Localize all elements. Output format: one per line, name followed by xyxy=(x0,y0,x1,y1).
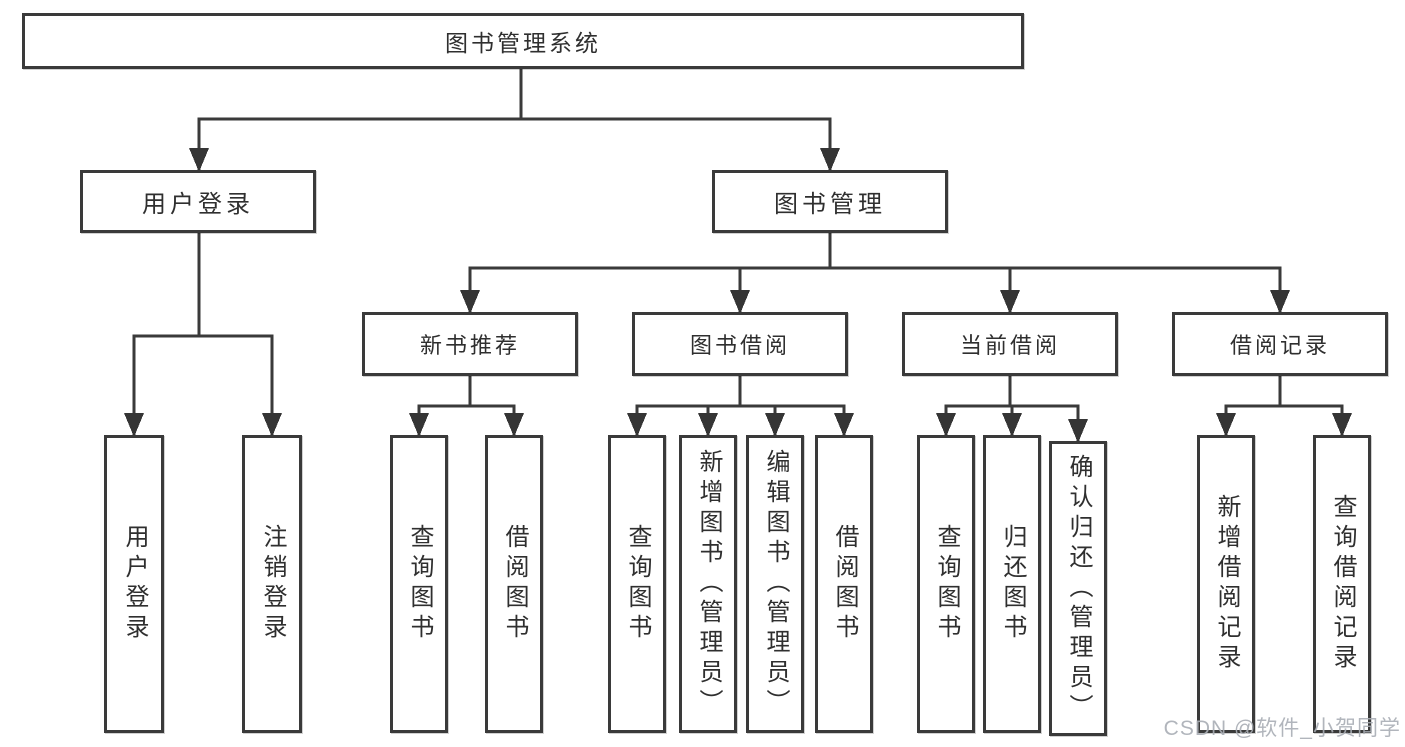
node-leaf-return-books: 归还图书 xyxy=(983,435,1041,733)
arrow-down-icon xyxy=(1216,413,1236,437)
arrow-down-icon xyxy=(698,413,718,437)
arrow-down-icon xyxy=(504,413,524,437)
node-leaf-query-books-3: 查询图书 xyxy=(917,435,975,733)
node-book-borrow: 图书借阅 xyxy=(632,312,848,376)
node-leaf-logout: 注销登录 xyxy=(242,435,302,733)
node-leaf-confirm-return-admin: 确认归还（管理员） xyxy=(1049,441,1107,736)
arrow-down-icon xyxy=(820,148,840,172)
arrow-down-icon xyxy=(765,413,785,437)
node-user-login: 用户登录 xyxy=(80,170,316,233)
arrow-down-icon xyxy=(834,413,854,437)
arrow-down-icon xyxy=(627,413,647,437)
node-current-borrow: 当前借阅 xyxy=(902,312,1118,376)
node-leaf-query-borrow-record: 查询借阅记录 xyxy=(1313,435,1371,733)
node-leaf-edit-books-admin: 编辑图书（管理员） xyxy=(746,435,804,733)
arrow-down-icon xyxy=(124,413,144,437)
node-new-book-recommend: 新书推荐 xyxy=(362,312,578,376)
node-leaf-add-borrow-record: 新增借阅记录 xyxy=(1197,435,1255,733)
arrow-down-icon xyxy=(1002,413,1022,437)
arrow-down-icon xyxy=(1270,290,1290,314)
csdn-watermark: CSDN @软件_小贺同学 xyxy=(1163,717,1401,740)
node-borrow-records: 借阅记录 xyxy=(1172,312,1388,376)
node-leaf-query-books-1: 查询图书 xyxy=(390,435,448,733)
node-leaf-add-books-admin: 新增图书（管理员） xyxy=(679,435,737,733)
node-book-management: 图书管理 xyxy=(712,170,948,233)
node-leaf-query-books-2: 查询图书 xyxy=(608,435,666,733)
arrow-down-icon xyxy=(189,148,209,172)
arrow-down-icon xyxy=(730,290,750,314)
node-leaf-borrow-books-2: 借阅图书 xyxy=(815,435,873,733)
node-library-system: 图书管理系统 xyxy=(22,13,1024,69)
node-leaf-borrow-books-1: 借阅图书 xyxy=(485,435,543,733)
arrow-down-icon xyxy=(1000,290,1020,314)
arrow-down-icon xyxy=(936,413,956,437)
arrow-down-icon xyxy=(409,413,429,437)
arrow-down-icon xyxy=(1332,413,1352,437)
arrow-down-icon xyxy=(262,413,282,437)
node-leaf-user-login: 用户登录 xyxy=(104,435,164,733)
arrow-down-icon xyxy=(460,290,480,314)
arrow-down-icon xyxy=(1068,419,1088,443)
